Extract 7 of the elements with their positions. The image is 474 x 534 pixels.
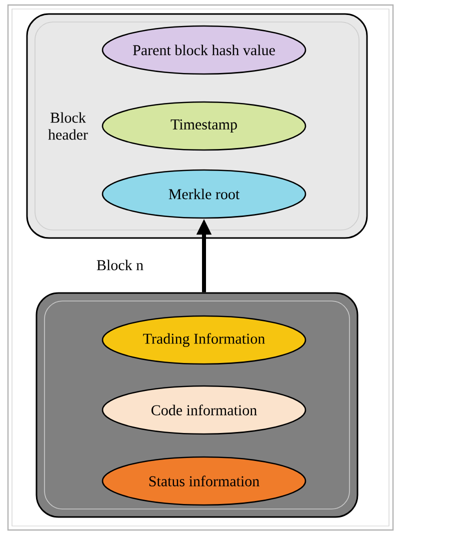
block-label: Block n <box>96 260 144 270</box>
ellipse-node: Parent block hash value <box>102 25 306 75</box>
ellipse-node: Trading Information <box>102 315 306 365</box>
ellipse-node: Timestamp <box>102 101 306 151</box>
ellipse-node: Status information <box>102 456 306 506</box>
ellipse-node: Merkle root <box>102 169 306 219</box>
ellipse-node: Code information <box>102 385 306 435</box>
